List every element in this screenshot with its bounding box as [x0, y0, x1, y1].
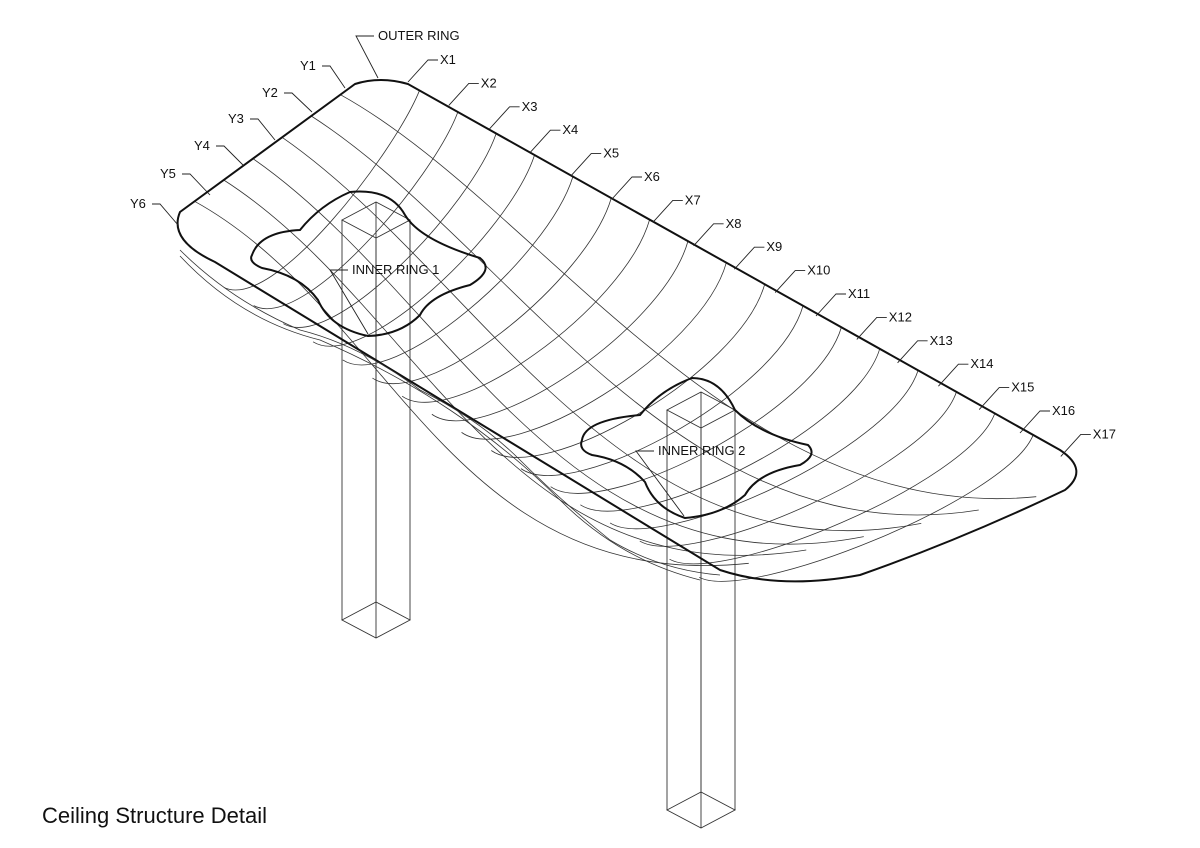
x-leader: [407, 59, 438, 83]
outer-ring-label: OUTER RING: [378, 28, 460, 43]
x-leader: [734, 246, 765, 270]
x-mesh-line: [609, 370, 919, 529]
x-mesh-line: [639, 391, 957, 547]
inner-ring-1: [250, 190, 487, 338]
x-mesh-line: [372, 197, 612, 384]
x-mesh-line: [550, 327, 842, 494]
x-leader: [530, 129, 561, 153]
x-leader: [693, 223, 724, 247]
label-leaders: [152, 35, 1091, 517]
outer-ring-leader: [355, 35, 379, 79]
y-label: Y3: [228, 111, 244, 126]
x-label: X5: [603, 146, 619, 161]
x-leader: [611, 176, 642, 200]
x-leader: [774, 270, 806, 293]
x-mesh-line: [253, 111, 459, 309]
x-axis-labels: X1X2X3X4X5X6X7X8X9X10X11X12X13X14X15X16X…: [440, 52, 1116, 441]
y-mesh-line: [281, 137, 922, 531]
y-label: Y6: [130, 196, 146, 211]
x-label: X10: [807, 263, 830, 278]
x-leader: [815, 293, 846, 317]
x-mesh-line: [283, 133, 497, 328]
y-leader: [182, 173, 211, 196]
y-mesh-line: [340, 94, 1037, 499]
y-leader: [250, 118, 276, 141]
y-leader: [216, 145, 244, 166]
y-label: Y2: [262, 85, 278, 100]
drawing-title: Ceiling Structure Detail: [42, 803, 267, 828]
x-label: X17: [1093, 426, 1116, 441]
x-label: X2: [481, 75, 497, 90]
x-label: X1: [440, 52, 456, 67]
column-2: [666, 391, 736, 829]
x-leader: [652, 199, 683, 223]
y-mesh-line: [311, 115, 979, 516]
x-mesh-line: [699, 434, 1034, 582]
outer-ring: [176, 79, 1078, 583]
inner-ring-2: [580, 376, 813, 520]
x-leader: [448, 82, 479, 106]
inner-ring-1-leader: [329, 269, 369, 335]
x-leader: [1019, 410, 1050, 434]
y-label: Y4: [194, 138, 210, 153]
x-leader: [1060, 433, 1091, 457]
x-label: X8: [726, 216, 742, 231]
x-leader: [978, 387, 1010, 410]
x-mesh-line: [669, 413, 996, 565]
inner-ring-2-label: INNER RING 2: [658, 443, 745, 458]
y-mesh-line: [252, 158, 864, 545]
x-mesh-line: [401, 219, 651, 403]
y-label: Y5: [160, 166, 176, 181]
x-label: X6: [644, 169, 660, 184]
x-label: X3: [522, 99, 538, 114]
x-leader: [570, 153, 602, 176]
x-leader: [897, 340, 928, 364]
x-leader: [856, 316, 887, 340]
x-mesh-line: [520, 305, 804, 476]
x-label: X4: [562, 122, 578, 137]
x-mesh-line: [461, 262, 727, 440]
cable-net-mesh: [194, 90, 1037, 582]
x-mesh-line: [312, 154, 535, 347]
y-label: Y1: [300, 58, 316, 73]
x-mesh-line: [223, 90, 420, 291]
x-mesh-line: [580, 348, 881, 512]
y-leader: [322, 65, 346, 89]
x-leader: [938, 363, 969, 387]
x-label: X11: [848, 286, 870, 301]
y-leader: [152, 203, 179, 226]
x-label: X16: [1052, 403, 1075, 418]
x-label: X13: [930, 333, 953, 348]
inner-ring-1-label: INNER RING 1: [352, 262, 439, 277]
x-leader: [489, 106, 520, 130]
x-label: X15: [1011, 380, 1034, 395]
x-mesh-line: [431, 241, 689, 421]
inner-ring-2-leader: [635, 450, 685, 517]
x-mesh-line: [342, 176, 574, 366]
x-label: X7: [685, 192, 701, 207]
x-label: X14: [970, 356, 993, 371]
x-label: X9: [766, 239, 782, 254]
y-leader: [284, 92, 313, 113]
y-mesh-line: [194, 200, 749, 566]
x-label: X12: [889, 309, 912, 324]
